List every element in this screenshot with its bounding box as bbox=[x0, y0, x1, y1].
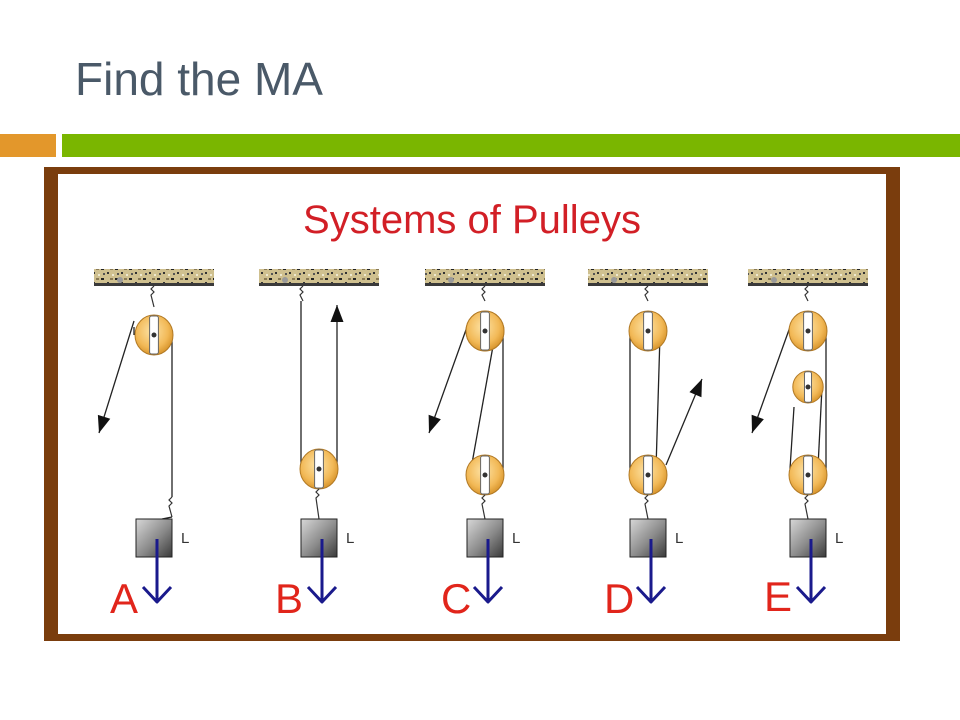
load-arrow bbox=[795, 539, 827, 604]
load-label: L bbox=[835, 530, 843, 547]
effort-arrowhead bbox=[428, 414, 441, 433]
ceiling-beam bbox=[748, 269, 868, 286]
hook bbox=[644, 285, 649, 302]
load-weight bbox=[466, 518, 504, 558]
rope bbox=[655, 334, 661, 470]
pulley-wheel bbox=[792, 370, 824, 404]
system-label-a: A bbox=[110, 575, 138, 622]
accent-bar-green bbox=[62, 134, 960, 157]
pulley-wheel bbox=[628, 454, 668, 496]
hook bbox=[481, 494, 486, 520]
pulley-wheel bbox=[788, 310, 828, 352]
rope bbox=[470, 334, 496, 470]
load-label: L bbox=[181, 530, 189, 547]
slide-title: Find the MA bbox=[75, 53, 323, 105]
load-arrow bbox=[141, 539, 173, 604]
effort-rope bbox=[428, 326, 468, 434]
load-weight bbox=[789, 518, 827, 558]
ceiling-beam bbox=[259, 269, 379, 286]
pulley-wheel bbox=[134, 314, 174, 356]
hook bbox=[150, 285, 155, 308]
ceiling-beam bbox=[425, 269, 545, 286]
effort-arrowhead bbox=[689, 379, 702, 398]
load-label: L bbox=[512, 530, 520, 547]
pulley-system-d: LD bbox=[588, 269, 708, 622]
effort-rope bbox=[98, 320, 135, 434]
pulley-wheel bbox=[788, 454, 828, 496]
load-weight bbox=[300, 518, 338, 558]
hook bbox=[804, 494, 809, 520]
hook bbox=[299, 285, 304, 302]
accent-bar-orange bbox=[0, 134, 56, 157]
system-label-d: D bbox=[604, 575, 634, 622]
hook bbox=[804, 285, 809, 302]
diagram-title: Systems of Pulleys bbox=[303, 198, 641, 242]
hook bbox=[168, 496, 173, 518]
pulley-wheel bbox=[465, 454, 505, 496]
load-label: L bbox=[675, 530, 683, 547]
pulley-wheel bbox=[465, 310, 505, 352]
rope bbox=[789, 406, 795, 470]
pulley-system-e: LE bbox=[748, 269, 868, 620]
hook bbox=[315, 488, 320, 520]
pulley-system-a: LA bbox=[94, 269, 214, 622]
effort-rope bbox=[751, 326, 791, 434]
load-arrow bbox=[306, 539, 338, 604]
ceiling-beam bbox=[94, 269, 214, 286]
rope bbox=[817, 386, 823, 468]
pulley-system-b: LB bbox=[259, 269, 379, 622]
system-label-c: C bbox=[441, 575, 471, 622]
ceiling-beam bbox=[588, 269, 708, 286]
hook bbox=[644, 494, 649, 520]
effort-arrowhead bbox=[330, 305, 344, 322]
pulley-wheel bbox=[299, 448, 339, 490]
pulley-system-c: LC bbox=[425, 269, 545, 622]
load-weight bbox=[135, 518, 173, 558]
load-arrow bbox=[472, 539, 504, 604]
pulley-wheel bbox=[628, 310, 668, 352]
effort-arrowhead bbox=[751, 414, 764, 433]
effort-arrowhead bbox=[97, 414, 111, 433]
system-label-e: E bbox=[764, 573, 792, 620]
load-weight bbox=[629, 518, 667, 558]
load-arrow bbox=[635, 539, 667, 604]
load-label: L bbox=[346, 530, 354, 547]
hook bbox=[481, 285, 486, 302]
system-label-b: B bbox=[275, 575, 303, 622]
